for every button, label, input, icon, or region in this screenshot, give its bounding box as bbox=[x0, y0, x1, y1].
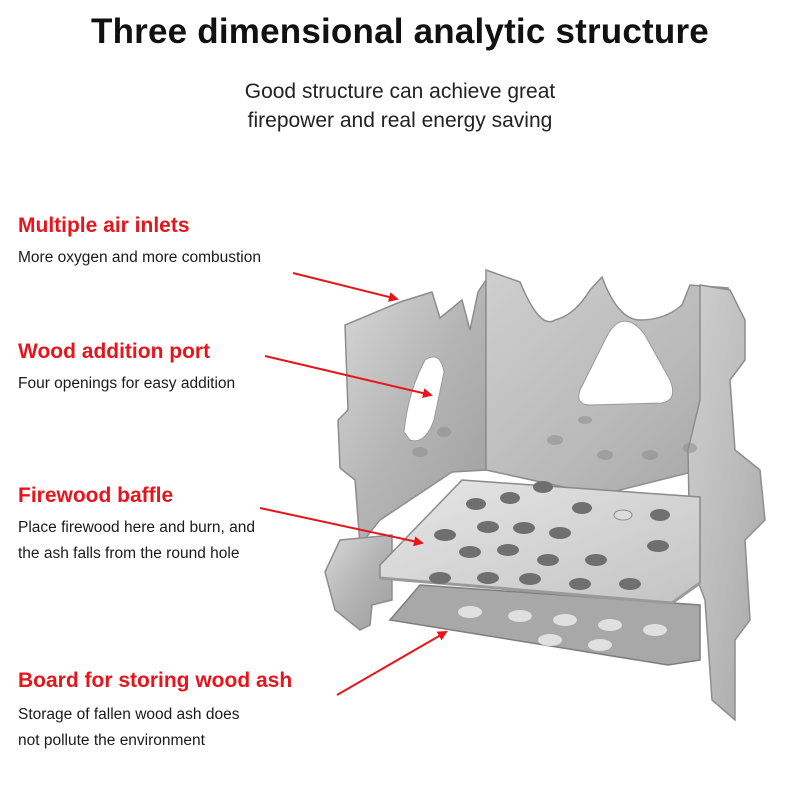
callout-air-inlets: Multiple air inlets More oxygen and more… bbox=[18, 213, 261, 271]
callout-description: Place firewood here and burn, and the as… bbox=[18, 515, 255, 567]
callout-ash-board: Board for storing wood ash Storage of fa… bbox=[18, 668, 292, 754]
callout-title: Wood addition port bbox=[18, 340, 211, 363]
callout-line: not pollute the environment bbox=[18, 732, 205, 749]
arrow-icon bbox=[264, 355, 433, 399]
baffle-holes bbox=[429, 481, 670, 590]
left-wood-port bbox=[403, 356, 445, 442]
callout-title: Multiple air inlets bbox=[18, 214, 190, 237]
left-side-panel bbox=[324, 534, 393, 631]
callout-description: Four openings for easy addition bbox=[18, 371, 235, 397]
callout-firewood-baffle: Firewood baffle Place firewood here and … bbox=[18, 483, 255, 567]
page-subtitle: Good structure can achieve great firepow… bbox=[0, 77, 800, 135]
page-title: Three dimensional analytic structure bbox=[91, 12, 709, 51]
callout-title: Board for storing wood ash bbox=[18, 669, 293, 692]
callout-line: Storage of fallen wood ash does bbox=[18, 706, 240, 723]
callout-title: Firewood baffle bbox=[18, 484, 174, 507]
arrow-icon bbox=[292, 272, 399, 302]
ash-board-holes bbox=[458, 606, 667, 651]
right-wood-port bbox=[578, 320, 674, 406]
callout-line: Place firewood here and burn, and bbox=[18, 519, 255, 536]
ash-board bbox=[388, 584, 701, 666]
callout-description: More oxygen and more combustion bbox=[18, 245, 261, 271]
arrow-icon bbox=[336, 630, 448, 696]
callout-line: Four openings for easy addition bbox=[18, 375, 236, 392]
subtitle-line-2: firepower and real energy saving bbox=[247, 109, 553, 132]
callout-wood-port: Wood addition port Four openings for eas… bbox=[18, 339, 235, 397]
back-air-holes bbox=[412, 416, 697, 460]
callout-line: More oxygen and more combustion bbox=[18, 249, 261, 266]
callout-line: the ash falls from the round hole bbox=[18, 545, 240, 562]
subtitle-line-1: Good structure can achieve great bbox=[244, 80, 556, 103]
callout-description: Storage of fallen wood ash does not poll… bbox=[18, 702, 292, 754]
arrow-icon bbox=[259, 507, 424, 547]
